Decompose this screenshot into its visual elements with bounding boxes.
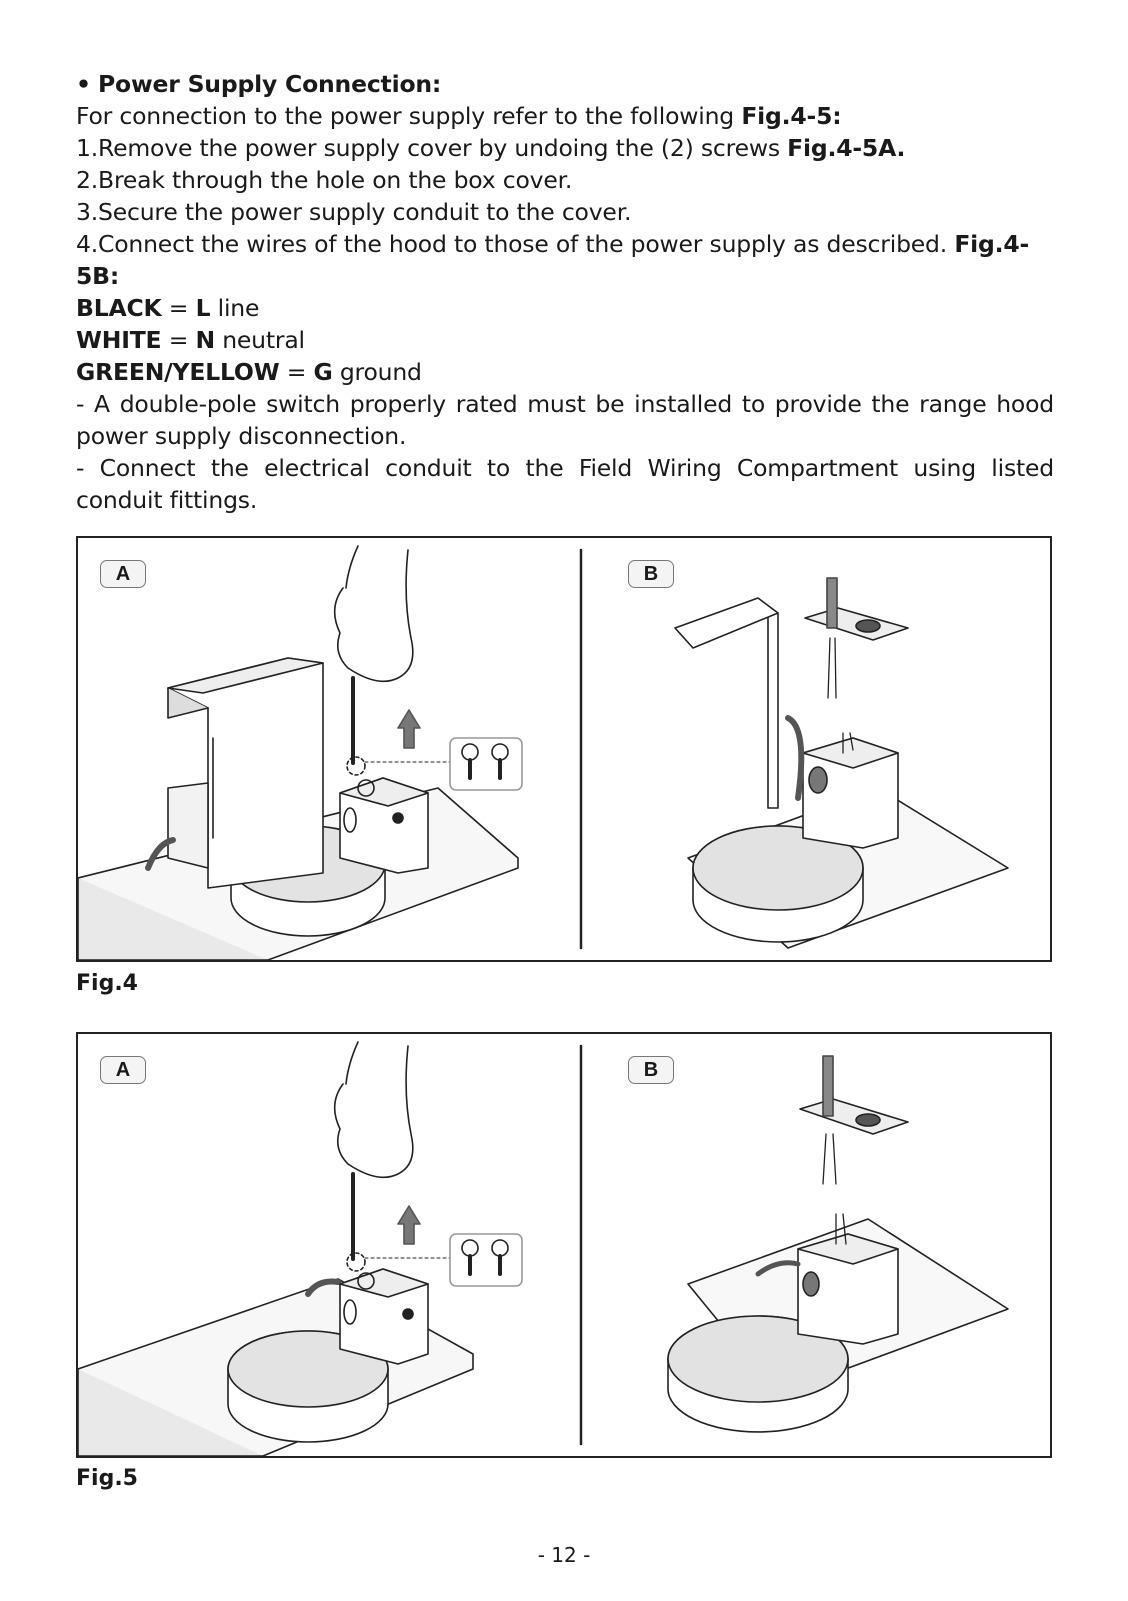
step-2: 2.Break through the hole on the box cove… [76,166,573,194]
instructions-text: •Power Supply Connection: For connection… [76,68,1054,516]
intro-line: For connection to the power supply refer… [76,102,842,130]
bullet-icon: • [76,70,91,98]
figure-5-illustration [78,1041,1009,1456]
wiring-white: WHITE = N neutral [76,326,305,354]
figure-5-caption: Fig.5 [76,1466,138,1491]
figure-reference: Fig.4-5A. [787,134,906,162]
figure-4-caption: Fig.4 [76,971,138,996]
figure-4-frame: A B [76,536,1052,962]
figure-reference: Fig.4-5B: [76,230,1030,290]
wiring-ground: GREEN/YELLOW = G ground [76,358,422,386]
section-heading: •Power Supply Connection: [76,70,442,98]
step-4: 4.Connect the wires of the hood to those… [76,230,1030,290]
step-3: 3.Secure the power supply conduit to the… [76,198,632,226]
panel-b-label: B [628,560,674,588]
page-number: - 12 - [537,1543,591,1567]
note-double-pole-switch: - A double-pole switch properly rated mu… [76,390,1054,450]
note-electrical-conduit: - Connect the electrical conduit to the … [76,454,1054,514]
panel-b-label: B [628,1056,674,1084]
figure-4-illustration [78,545,1009,960]
step-1: 1.Remove the power supply cover by undoi… [76,134,906,162]
figure-reference: Fig.4-5: [741,102,842,130]
wiring-black: BLACK = L line [76,294,260,322]
figure-5-frame: A B [76,1032,1052,1458]
panel-a-label: A [100,560,146,588]
panel-a-label: A [100,1056,146,1084]
